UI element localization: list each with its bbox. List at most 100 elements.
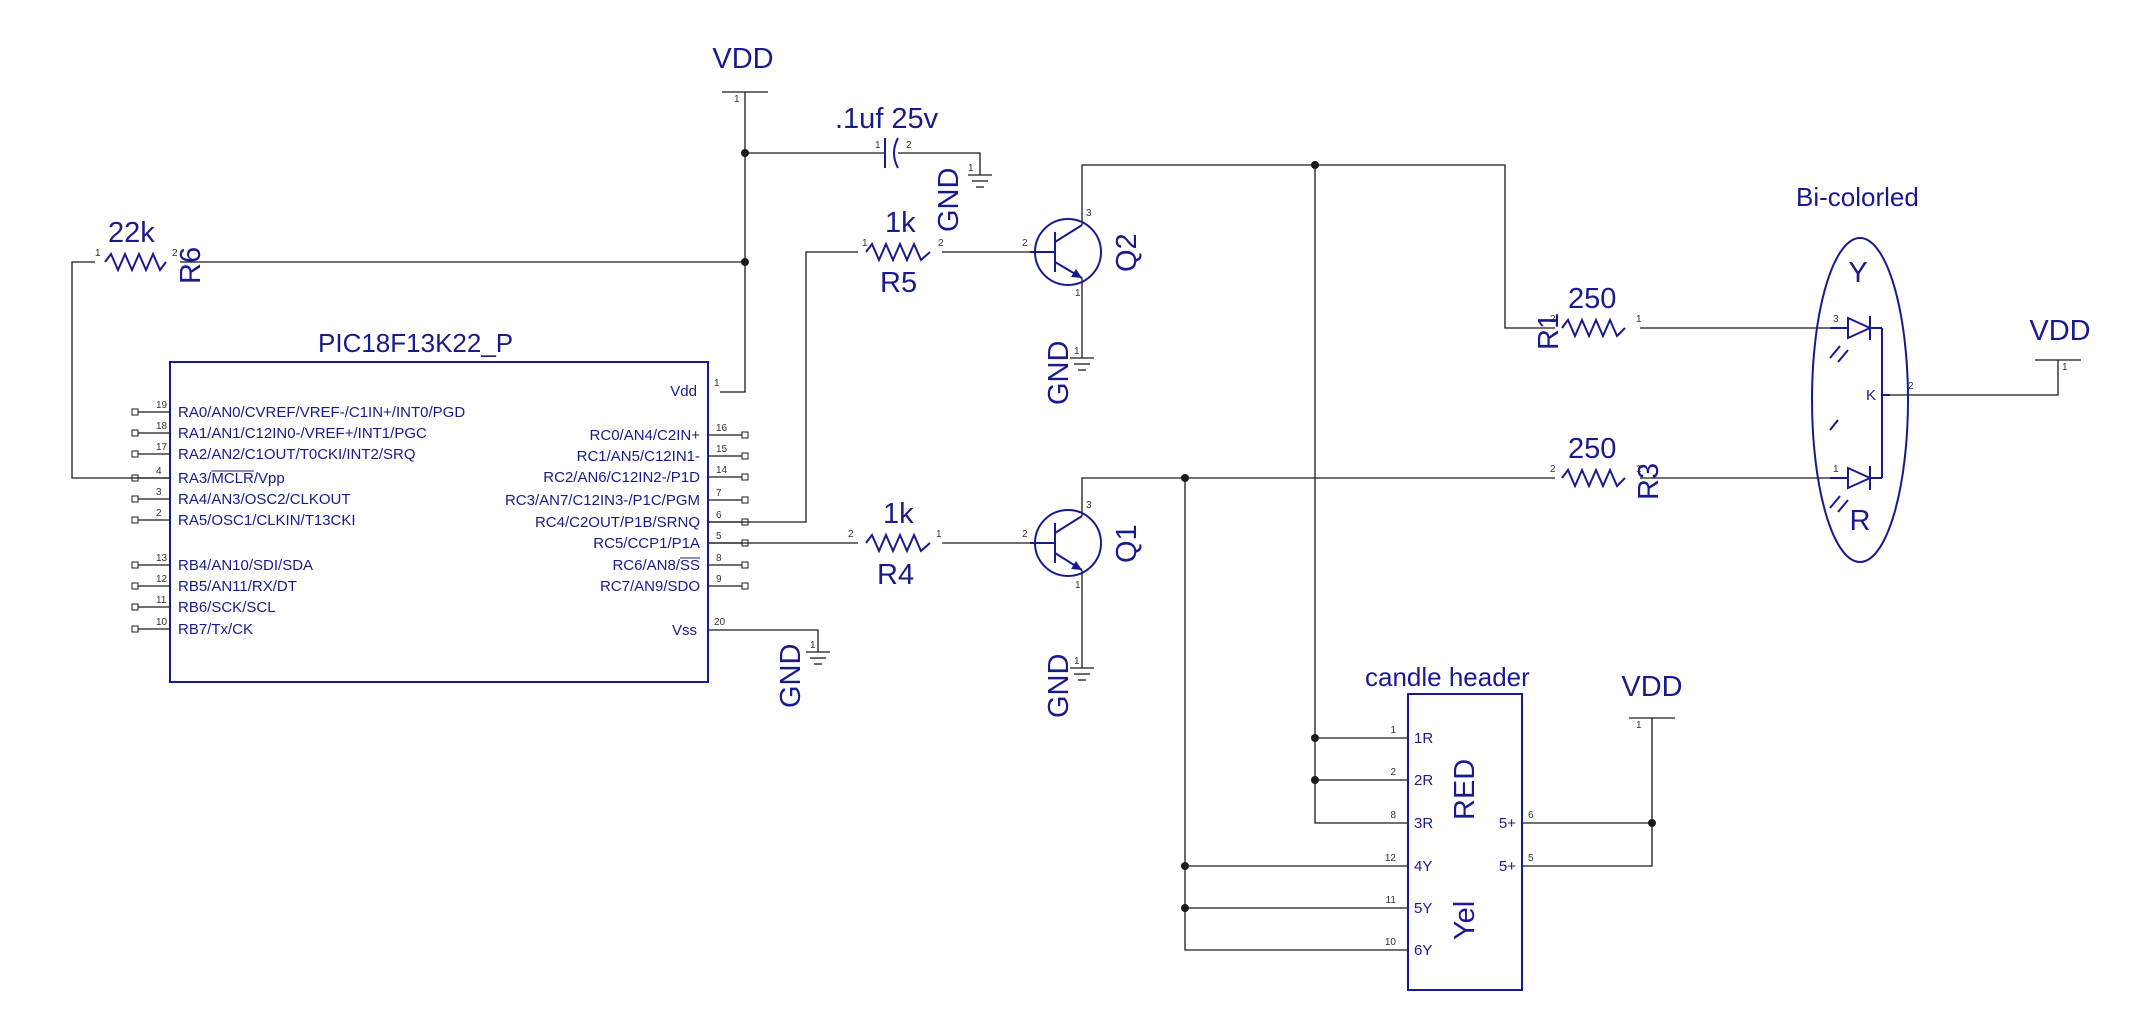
- r1-value: 250: [1568, 283, 1616, 315]
- q2-ref: Q2: [1111, 233, 1143, 272]
- svg-text:1: 1: [734, 94, 740, 105]
- header-pin-number: 12: [1385, 853, 1397, 864]
- led-title: Bi-colorled: [1796, 182, 1919, 212]
- header-pin-number: 1: [1390, 725, 1396, 736]
- svg-text:1: 1: [1636, 464, 1642, 475]
- header-pin-number: 5: [1528, 853, 1534, 864]
- mcu-pin-label: RB4/AN10/SDI/SDA: [178, 557, 313, 574]
- q1-ref: Q1: [1111, 524, 1143, 563]
- r3-ref: R3: [1633, 463, 1665, 500]
- header-title: candle header: [1365, 662, 1530, 692]
- mcu-pin-number: 17: [156, 442, 168, 453]
- svg-text:1: 1: [1636, 720, 1642, 731]
- gnd-q1-label: GND: [1043, 654, 1075, 718]
- header-pin-label: 4Y: [1414, 858, 1432, 875]
- r4-value: 1k: [883, 498, 914, 530]
- svg-text:1: 1: [1074, 656, 1080, 667]
- transistor-q1: 2 3 1 Q1: [1022, 500, 1143, 591]
- resistor-r1: 2 1 250 R1: [1533, 283, 1642, 350]
- wires: [71, 92, 2059, 951]
- mcu-pin-label: RA4/AN3/OSC2/CLKOUT: [178, 491, 351, 508]
- mcu-pin-number: 10: [156, 617, 168, 628]
- header-pin-label: 6Y: [1414, 942, 1432, 959]
- header-pin-label: 1R: [1414, 730, 1433, 747]
- header-pin-number: 2: [1390, 767, 1396, 778]
- r6-ref: R6: [175, 247, 207, 284]
- mcu-pin-label: RA2/AN2/C1OUT/T0CKI/INT2/SRQ: [178, 446, 416, 463]
- r1-ref: R1: [1533, 313, 1565, 350]
- bicolor-led: Bi-colorled Y 3 R 1 K 2: [1796, 182, 1919, 563]
- header-pin-label: 5Y: [1414, 900, 1432, 917]
- svg-text:1: 1: [875, 140, 881, 151]
- r4-ref: R4: [877, 559, 914, 591]
- svg-text:3: 3: [1833, 314, 1839, 325]
- vdd-right-symbol: 1 VDD: [2029, 315, 2090, 373]
- svg-text:2: 2: [1550, 314, 1556, 325]
- header-right-pins: 65+55+: [1499, 810, 1534, 875]
- mcu-pin-number: 13: [156, 553, 168, 564]
- svg-text:1: 1: [1075, 288, 1081, 299]
- svg-text:2: 2: [1022, 529, 1028, 540]
- mcu-pin-number: 11: [156, 595, 167, 606]
- svg-text:1: 1: [968, 163, 974, 174]
- svg-text:2: 2: [1908, 381, 1914, 392]
- mcu-pin-label: RB6/SCK/SCL: [178, 599, 276, 616]
- mcu-pin-label: RC7/AN9/SDO: [600, 578, 700, 595]
- gnd-cap-label: GND: [933, 168, 965, 232]
- header-pin-label: 2R: [1414, 772, 1433, 789]
- svg-text:2: 2: [848, 529, 854, 540]
- gnd-q2-symbol: 1 GND: [1043, 341, 1094, 405]
- header-pin-number: 11: [1386, 895, 1397, 906]
- header-pin-label: 5+: [1499, 858, 1516, 875]
- mcu-right-pins: 16RC0/AN4/C2IN+15RC1/AN5/C12IN1-14RC2/AN…: [505, 423, 749, 595]
- mcu-pin-number: 9: [716, 574, 722, 585]
- mcu-pin-number: 5: [716, 531, 722, 542]
- resistor-r4: 2 1 1k R4: [848, 498, 942, 591]
- mcu-vdd-label: Vdd: [670, 383, 697, 400]
- gnd-vss-label: GND: [775, 644, 807, 708]
- led-cathode-label: K: [1866, 387, 1876, 404]
- led-red-label: R: [1850, 505, 1871, 537]
- gnd-q1-symbol: 1 GND: [1043, 654, 1094, 718]
- mcu-name: PIC18F13K22_P: [318, 328, 513, 358]
- mcu-pin-number: 16: [716, 423, 728, 434]
- mcu-pin-label: RC3/AN7/C12IN3-/P1C/PGM: [505, 492, 700, 509]
- r6-value: 22k: [108, 217, 155, 249]
- vdd-right-label: VDD: [2029, 315, 2090, 347]
- header-pin-number: 10: [1385, 937, 1397, 948]
- svg-text:20: 20: [714, 617, 726, 628]
- gnd-vss-symbol: 1 GND: [775, 640, 830, 708]
- mcu-pin-number: 2: [156, 508, 162, 519]
- capacitor-value: .1uf 25v: [835, 103, 939, 135]
- svg-text:2: 2: [906, 140, 912, 151]
- svg-text:2: 2: [938, 238, 944, 249]
- mcu-pin-label: RA1/AN1/C12IN0-/VREF+/INT1/PGC: [178, 425, 427, 442]
- svg-text:1: 1: [862, 238, 868, 249]
- mcu-pin-label: RC0/AN4/C2IN+: [590, 427, 701, 444]
- mcu-pin-label: RC5/CCP1/P1A: [593, 535, 700, 552]
- svg-text:3: 3: [1086, 208, 1092, 219]
- header-pin-label: 3R: [1414, 815, 1433, 832]
- mcu-pin-label: RC1/AN5/C12IN1-: [577, 448, 700, 465]
- junction-dots: [741, 149, 1656, 912]
- mcu-pin-number: 6: [716, 510, 722, 521]
- resistor-r5: 1 2 1k R5: [862, 207, 944, 299]
- svg-text:1: 1: [1636, 314, 1642, 325]
- header-pin-label: 5+: [1499, 815, 1516, 832]
- mcu-pin-label: RA5/OSC1/CLKIN/T13CKI: [178, 512, 356, 529]
- transistor-q2: 2 3 1 Q2: [1022, 208, 1143, 299]
- vdd-top-label: VDD: [712, 43, 773, 75]
- header-group-red: RED: [1449, 759, 1481, 820]
- mcu-pin-label: RB5/AN11/RX/DT: [178, 578, 297, 595]
- svg-text:1: 1: [1074, 346, 1080, 357]
- svg-text:2: 2: [1022, 238, 1028, 249]
- mcu-pin-number: 7: [716, 488, 722, 499]
- svg-text:1: 1: [95, 248, 101, 259]
- mcu-vss-label: Vss: [672, 622, 697, 639]
- mcu-pin-label: RC2/AN6/C12IN2-/P1D: [543, 469, 700, 486]
